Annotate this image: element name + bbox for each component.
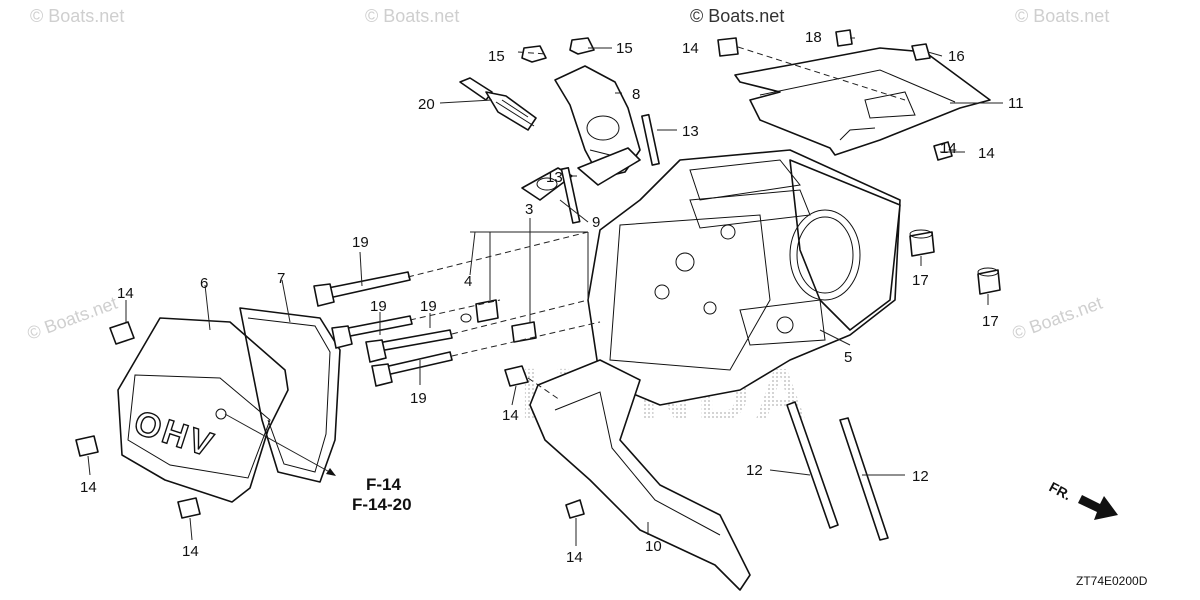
flange-bolts xyxy=(75,29,953,519)
watermark: © Boats.net xyxy=(690,6,784,26)
callout-label: 9 xyxy=(592,214,600,231)
callout-label: 11 xyxy=(1008,95,1024,112)
callout-label: 13 xyxy=(546,169,563,186)
cylinder-head xyxy=(587,149,901,406)
callout-label: 14 xyxy=(940,140,957,157)
head-cover-gasket xyxy=(239,307,341,483)
intake-insulator xyxy=(554,65,641,186)
callout-label: 19 xyxy=(410,390,427,407)
front-arrow-icon xyxy=(1078,495,1118,520)
front-direction-indicator: FR. xyxy=(1047,479,1118,520)
callout-label: 3 xyxy=(525,201,533,218)
callout-label: 14 xyxy=(682,40,699,57)
stud-bolts xyxy=(560,113,660,224)
callout-label: 14 xyxy=(978,145,995,162)
callout-label: 14 xyxy=(182,543,199,560)
cylinder-head-cover: OHV xyxy=(117,317,289,503)
callout-label: 13 xyxy=(682,123,699,140)
callout-label: 17 xyxy=(982,313,999,330)
spark-plug xyxy=(459,77,537,131)
callout-label: 14 xyxy=(566,549,583,566)
callout-label: 7 xyxy=(277,270,285,287)
watermark: © Boats.net xyxy=(30,6,124,26)
diagram-code: ZT74E0200D xyxy=(1076,574,1148,588)
callout-label: 18 xyxy=(805,29,822,46)
callout-label: 19 xyxy=(352,234,369,251)
callout-label: 6 xyxy=(200,275,208,292)
watermark: © Boats.net xyxy=(1015,6,1109,26)
callout-label: 19 xyxy=(420,298,437,315)
reference-line-1: F-14 xyxy=(366,475,402,494)
head-bolts xyxy=(786,401,889,541)
nuts xyxy=(521,37,931,63)
callout-label: 5 xyxy=(844,349,852,366)
callout-label: 8 xyxy=(632,86,640,103)
watermark: © Boats.net xyxy=(25,293,120,344)
callout-label: 10 xyxy=(645,538,662,555)
callout-label: 14 xyxy=(80,479,97,496)
callout-label: 16 xyxy=(948,48,965,65)
section-reference: F-14 F-14-20 xyxy=(352,475,412,514)
dowel-pins xyxy=(909,229,1001,295)
collars xyxy=(460,299,537,343)
callout-label: 20 xyxy=(418,96,435,113)
watermark: © Boats.net xyxy=(1010,293,1105,344)
cover-bolts xyxy=(313,271,453,387)
callout-label: 15 xyxy=(616,40,633,57)
callout-label: 19 xyxy=(370,298,387,315)
watermark: © Boats.net xyxy=(365,6,459,26)
callout-label: 12 xyxy=(746,462,763,479)
reference-line-2: F-14-20 xyxy=(352,495,412,514)
leader-lines xyxy=(87,37,1003,546)
heat-shield-lower xyxy=(529,359,751,591)
callout-label: 14 xyxy=(502,407,519,424)
callout-label: 12 xyxy=(912,468,929,485)
direction-label: FR. xyxy=(1047,479,1074,504)
callout-label: 4 xyxy=(464,273,472,290)
callout-label: 17 xyxy=(912,272,929,289)
callout-labels: 14 15 15 14 18 16 20 8 13 11 13 14 9 3 1… xyxy=(80,29,1024,566)
heat-shield-upper xyxy=(734,47,991,156)
callout-label: 14 xyxy=(117,285,134,302)
callout-label: 15 xyxy=(488,48,505,65)
